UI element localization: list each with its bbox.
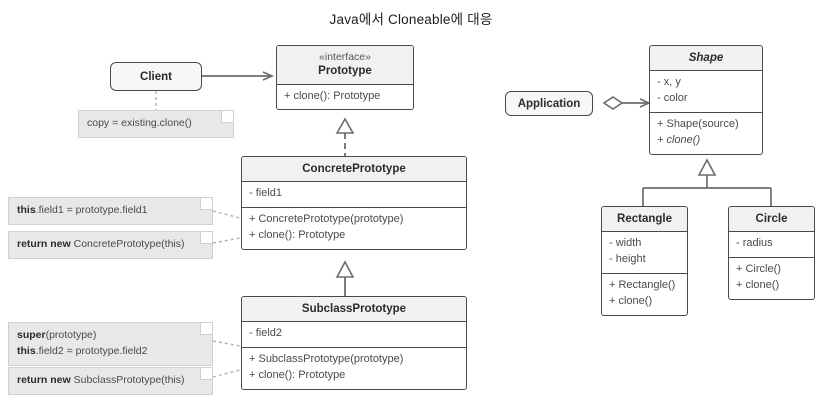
class-subclass-prototype-attributes: - field2 [242,322,466,347]
class-rectangle-attributes: - width - height [602,232,687,273]
operation-item: + Shape(source) [657,118,739,131]
note-subclass-super: super(prototype) this.field2 = prototype… [8,322,213,366]
operation-item: + clone() [736,279,780,292]
class-application-label: Application [517,97,581,110]
operation-item-abstract: + clone() [657,134,701,147]
class-circle-header: Circle [729,207,814,233]
class-shape-attributes: - x, y - color [650,71,762,112]
note-subclass-return-text: SubclassPrototype(this) [70,374,185,386]
note-subclass-return-keyword: return new [17,374,71,386]
note-subclass-this-keyword: this [17,344,36,357]
note-concrete-return-text: ConcretePrototype(this) [70,238,185,250]
class-rectangle-name: Rectangle [617,213,672,225]
edge-note-return-concrete [212,237,241,244]
inheritance-arrowhead-shape [697,158,717,176]
note-client-copy-text: copy = existing.clone() [87,117,192,129]
class-client[interactable]: Client [110,62,202,91]
realization-arrowhead-prototype [335,117,355,134]
class-prototype[interactable]: «interface» Prototype + clone(): Prototy… [276,45,414,111]
class-subclass-prototype-operations: + SubclassPrototype(prototype) + clone()… [242,347,466,389]
operation-item: + Circle() [736,263,781,276]
class-prototype-header: «interface» Prototype [277,46,413,85]
class-subclass-prototype-name: SubclassPrototype [301,303,407,315]
page-title: Java에서 Cloneable에 대응 [329,12,493,27]
operation-item: + SubclassPrototype(prototype) [249,353,404,366]
class-shape-header: Shape [650,46,762,72]
aggregation-diamond [602,96,624,110]
class-subclass-prototype-header: SubclassPrototype [242,297,466,323]
attribute-item: - color [657,92,688,105]
class-concrete-prototype-header: ConcretePrototype [242,157,466,183]
class-circle-attributes: - radius [729,232,814,257]
class-concrete-prototype-name: ConcretePrototype [302,163,406,175]
edge-note-return-subclass [212,369,241,378]
class-shape[interactable]: Shape - x, y - color + Shape(source) + c… [649,45,763,156]
attribute-item: - field2 [249,327,283,340]
class-circle-name: Circle [755,213,788,225]
note-client-copy: copy = existing.clone() [78,110,234,138]
class-prototype-operations: + clone(): Prototype [277,85,413,110]
note-concrete-return-keyword: return new [17,238,71,250]
class-prototype-name: Prototype [318,65,372,78]
note-subclass-super-arg: (prototype) [45,329,97,341]
class-subclass-prototype[interactable]: SubclassPrototype - field2 + SubclassPro… [241,296,467,391]
note-concrete-return: return new ConcretePrototype(this) [8,231,213,259]
attribute-item: - field1 [249,187,283,200]
operation-item: + clone(): Prototype [249,369,346,382]
class-shape-operations: + Shape(source) + clone() [650,112,762,154]
note-subclass-super-line1: super(prototype) [17,328,204,344]
class-application[interactable]: Application [505,91,593,116]
class-rectangle[interactable]: Rectangle - width - height + Rectangle()… [601,206,688,317]
operation-item: + clone(): Prototype [284,89,381,102]
class-prototype-stereotype: «interface» [319,51,371,63]
class-shape-name: Shape [688,52,724,64]
edge-note-field2-to-subclass [212,340,241,347]
edge-note-field1-to-concrete [212,210,241,219]
note-concrete-assign-keyword: this [17,204,36,216]
operation-item: + ConcretePrototype(prototype) [249,213,404,226]
class-client-label: Client [140,70,172,83]
operation-item: + clone(): Prototype [249,229,346,242]
attribute-item: - radius [736,237,773,250]
note-subclass-return: return new SubclassPrototype(this) [8,367,213,395]
class-circle-operations: + Circle() + clone() [729,257,814,299]
attribute-item: - width [609,237,642,250]
attribute-item: - height [609,253,646,266]
class-rectangle-operations: + Rectangle() + clone() [602,273,687,315]
note-subclass-assign-text: .field2 = prototype.field2 [35,344,148,357]
note-subclass-super-line2: this.field2 = prototype.field2 [17,344,204,360]
inheritance-arrowhead-concrete [335,260,355,278]
class-concrete-prototype-attributes: - field1 [242,182,466,207]
note-subclass-super-keyword: super [17,329,46,341]
operation-item: + clone() [609,295,653,308]
attribute-item: - x, y [657,76,681,89]
class-circle[interactable]: Circle - radius + Circle() + clone() [728,206,815,301]
class-concrete-prototype[interactable]: ConcretePrototype - field1 + ConcretePro… [241,156,467,251]
note-concrete-assign: this.field1 = prototype.field1 [8,197,213,225]
note-concrete-assign-text: .field1 = prototype.field1 [35,204,148,216]
class-concrete-prototype-operations: + ConcretePrototype(prototype) + clone()… [242,207,466,249]
operation-item: + Rectangle() [609,279,676,292]
class-rectangle-header: Rectangle [602,207,687,233]
